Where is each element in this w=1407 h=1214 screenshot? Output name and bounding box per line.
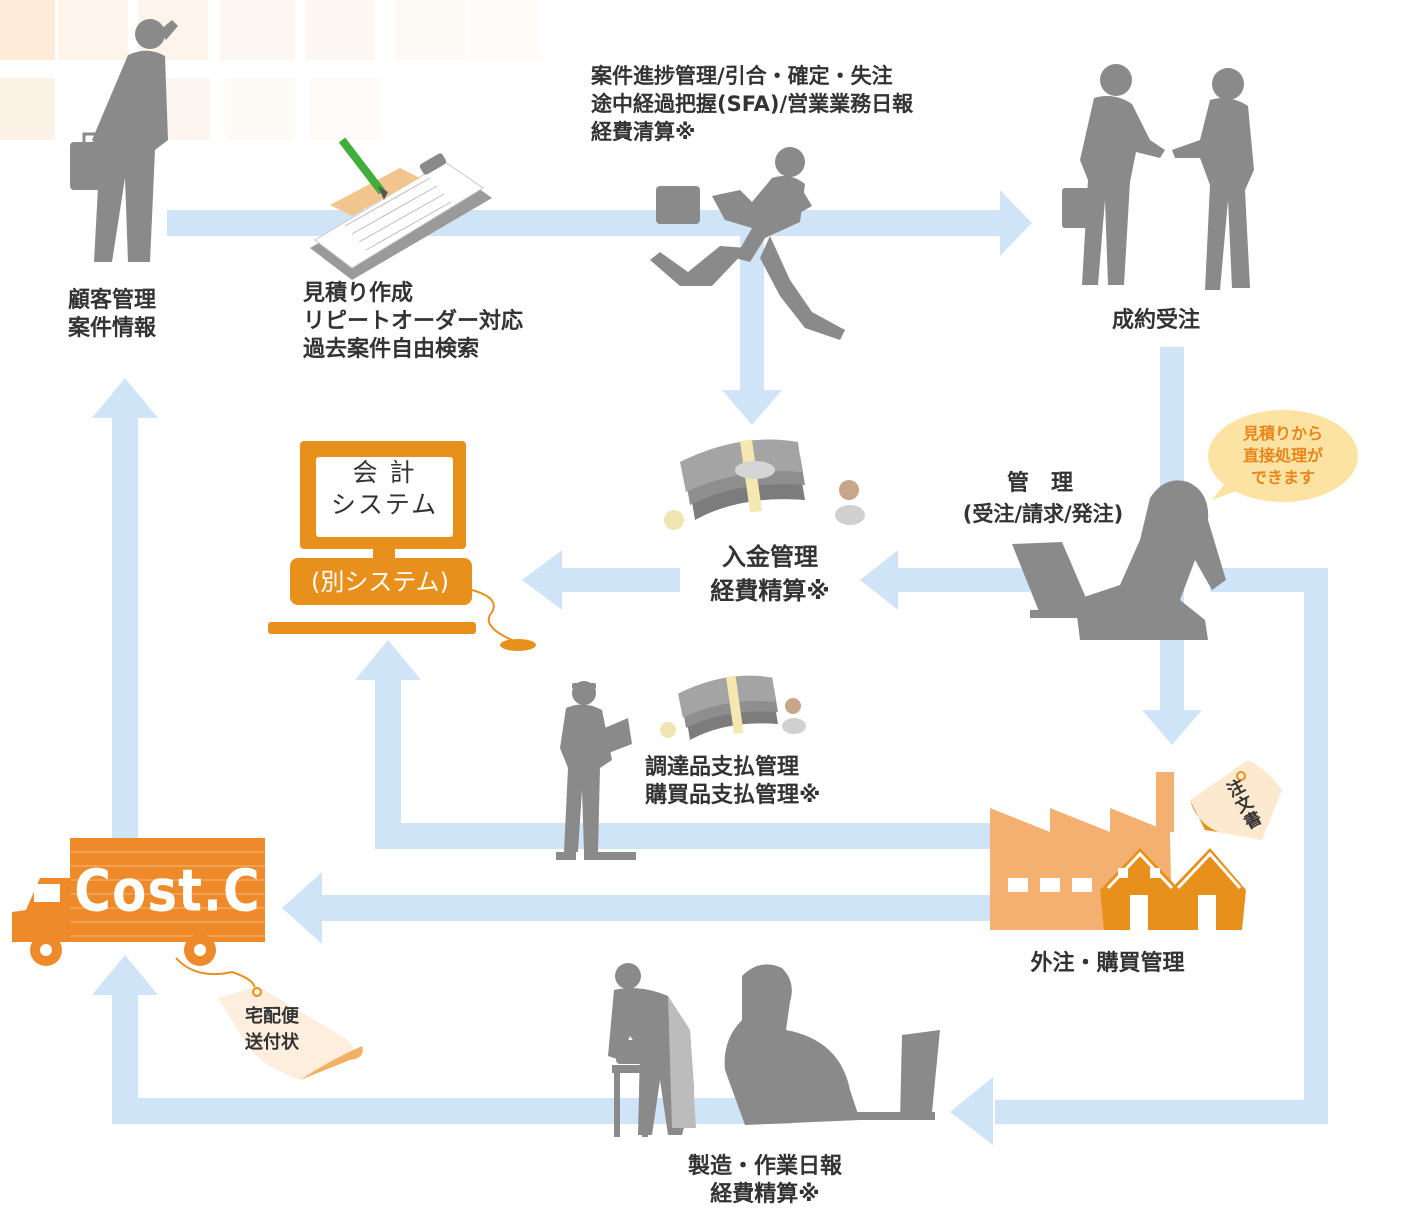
handshake-icon xyxy=(1062,64,1254,290)
label-procurement: 調達品支払管理 購買品支払管理※ xyxy=(645,755,821,808)
label-sfa: 案件進捗管理/引合・確定・失注 途中経過把握(SFA)/営業業務日報 経費清算※ xyxy=(591,64,914,144)
delivery-slip-text: 宅配便 送付状 xyxy=(245,1006,299,1053)
label-payment: 入金管理 経費精算※ xyxy=(710,543,830,605)
label-manufacturing: 製造・作業日報 経費精算※ xyxy=(687,1154,842,1207)
label-manage-title: 管 理 xyxy=(1006,471,1073,496)
background-tiles xyxy=(0,0,540,140)
businessman-phone-icon xyxy=(70,19,178,262)
craftsman-icon xyxy=(608,963,940,1137)
running-businessman-icon xyxy=(650,147,845,340)
money-stack-small-icon xyxy=(660,675,806,740)
label-outsource: 外注・購買管理 xyxy=(1030,951,1185,976)
accounting-system-sub: (別システム) xyxy=(310,568,449,596)
worker-clipboard-icon xyxy=(556,681,636,860)
factory-icon xyxy=(990,772,1246,930)
order-slip-icon xyxy=(1190,760,1282,840)
money-stack-icon xyxy=(664,439,865,530)
flow-arrows xyxy=(92,190,1328,1145)
label-estimate: 見積り作成 リピートオーダー対応 過去案件自由検索 xyxy=(303,281,524,362)
delivery-slip-icon xyxy=(218,986,363,1080)
speech-bubble: 見積りから 直接処理が できます xyxy=(1208,410,1358,502)
label-contract: 成約受注 xyxy=(1112,308,1201,333)
label-customer-management: 顧客管理 案件情報 xyxy=(68,288,157,341)
woman-laptop-icon xyxy=(1012,480,1226,640)
truck-logo: Cost.C xyxy=(74,857,261,925)
clipboard-icon xyxy=(310,137,492,280)
label-manage-sub: (受注/請求/発注) xyxy=(962,502,1124,526)
computer-icon xyxy=(268,441,536,651)
truck-icon xyxy=(12,838,265,991)
accounting-system-title: 会 計 システム xyxy=(330,458,439,519)
